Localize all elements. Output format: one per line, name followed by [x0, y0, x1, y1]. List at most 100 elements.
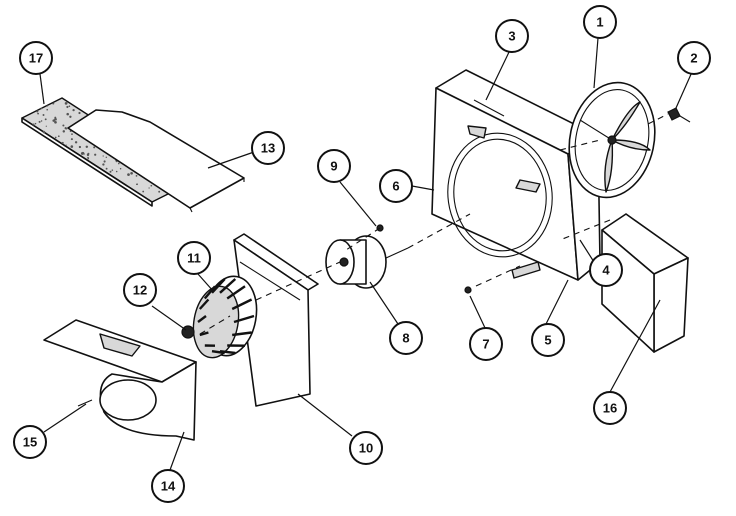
callout-13: 13 [251, 131, 285, 165]
screw-15 [77, 399, 93, 407]
filter-speckle [130, 171, 133, 175]
filter-speckle [52, 102, 55, 105]
filter-speckle [85, 145, 89, 149]
blower-wheel [192, 275, 258, 359]
callout-labels: 1 2 3 4 5 6 7 8 [13, 5, 711, 503]
filter-speckle [54, 116, 57, 119]
filter-speckle [102, 155, 104, 157]
filter-speckle [74, 141, 78, 144]
callout-12-label: 12 [133, 283, 147, 298]
filter-speckle [61, 141, 64, 144]
filter-speckle [34, 122, 37, 125]
callout-14: 14 [151, 469, 185, 503]
filter-speckle [136, 183, 138, 186]
filter-speckle [52, 119, 55, 122]
hub-nut [667, 107, 691, 123]
callout-1-label: 1 [596, 15, 603, 30]
callout-10: 10 [349, 431, 383, 465]
filter-speckle [38, 120, 41, 123]
filter-speckle [135, 175, 138, 177]
callout-3-label: 3 [508, 29, 515, 44]
filter-speckle [105, 167, 108, 170]
blower-slat [226, 285, 246, 300]
filter-speckle [87, 152, 90, 155]
blower-slat [197, 315, 207, 323]
filter-speckle [87, 156, 89, 159]
callout-8: 8 [389, 321, 423, 355]
blower-wheel-slats [197, 278, 255, 355]
fan-motor [325, 235, 409, 289]
callout-3: 3 [495, 19, 529, 53]
callout-4-label: 4 [602, 263, 610, 278]
filter-speckle [42, 114, 45, 116]
blower-slat [231, 298, 253, 311]
filter-speckle [69, 115, 72, 118]
filter-speckle [148, 187, 150, 189]
blower-slat [219, 278, 237, 294]
filter-speckle [64, 102, 68, 105]
callout-15: 15 [13, 425, 47, 459]
blower-slat [211, 350, 225, 355]
motor-mount-plate [233, 233, 319, 407]
blower-slat [198, 298, 210, 310]
callout-2-label: 2 [690, 51, 697, 66]
filter-speckle [46, 108, 49, 111]
callout-10-label: 10 [359, 441, 373, 456]
assembly-lines [199, 113, 669, 335]
callout-7: 7 [469, 327, 503, 361]
filter-speckle [109, 170, 112, 173]
callout-5: 5 [531, 323, 565, 357]
callout-6-label: 6 [392, 179, 399, 194]
filter-speckle [54, 136, 57, 139]
filter-speckle [70, 138, 73, 141]
filter-speckle [115, 170, 118, 173]
filter-speckle [72, 108, 75, 112]
blower-slat [232, 331, 252, 337]
filter-speckle [78, 111, 81, 115]
filter-speckle [111, 169, 114, 171]
filter-speckle [40, 107, 43, 110]
fan-housing [431, 69, 601, 281]
filter-speckle [71, 133, 73, 135]
callout-17-label: 17 [29, 51, 43, 66]
callout-8-label: 8 [402, 331, 409, 346]
filter-speckle [158, 190, 161, 193]
top-panel [67, 109, 245, 213]
callout-13-label: 13 [261, 141, 275, 156]
filter-speckle [119, 168, 122, 170]
filter-speckle [40, 120, 43, 122]
filter-speckle [54, 117, 57, 121]
filter-speckle [78, 145, 82, 149]
filter-speckle [68, 105, 71, 107]
filter-speckle [54, 120, 57, 124]
filter-speckle [116, 160, 118, 163]
callout-9-label: 9 [330, 159, 337, 174]
filter-speckle [36, 110, 39, 113]
leader-lines [39, 37, 693, 471]
callout-1: 1 [583, 5, 617, 39]
blower-slat [203, 285, 216, 300]
filter-speckle [103, 160, 106, 163]
filter-speckle [46, 105, 48, 107]
filter-speckle [57, 135, 60, 138]
callout-14-label: 14 [161, 479, 176, 494]
filter-speckle [66, 105, 69, 109]
filter-speckle [70, 145, 74, 148]
blower-slat [211, 278, 226, 294]
callout-15-label: 15 [23, 435, 37, 450]
callout-6: 6 [379, 169, 413, 203]
blower-housing [43, 319, 197, 441]
callout-4: 4 [589, 253, 623, 287]
fan-blade [568, 81, 656, 199]
filter-speckle [117, 162, 120, 165]
filter-speckle [37, 112, 39, 115]
callout-9: 9 [317, 149, 351, 183]
blower-slat [233, 314, 255, 324]
filter-speckle [102, 163, 105, 166]
callout-16-label: 16 [603, 401, 617, 416]
filter-speckle [93, 146, 96, 149]
filter-speckle [45, 125, 47, 127]
filter-speckle [80, 152, 84, 155]
filter-speckle [65, 128, 68, 130]
